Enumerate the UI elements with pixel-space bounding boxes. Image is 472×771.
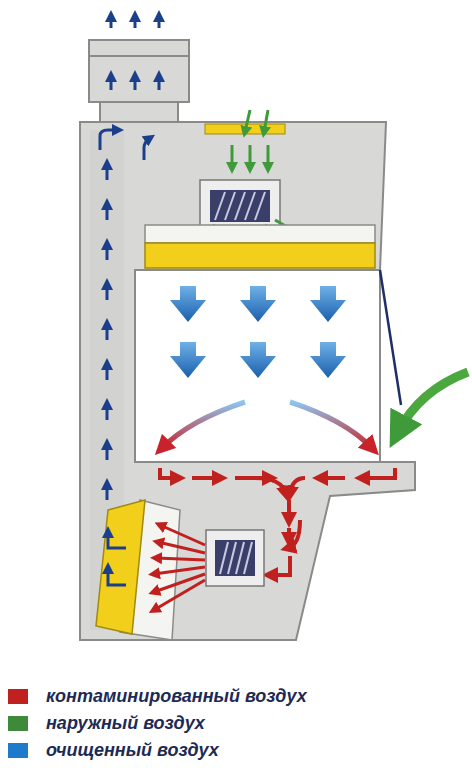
legend-text: наружный воздух xyxy=(46,713,205,734)
cabinet-illustration xyxy=(0,0,472,680)
legend-row: наружный воздух xyxy=(8,711,205,735)
legend-swatch xyxy=(8,716,28,731)
legend-row: очищенный воздух xyxy=(8,738,219,762)
legend-swatch xyxy=(8,689,28,704)
legend-text: контаминированный воздух xyxy=(46,686,307,707)
legend-swatch xyxy=(8,743,28,758)
legend-row: контаминированный воздух xyxy=(8,684,307,708)
legend-text: очищенный воздух xyxy=(46,740,219,761)
